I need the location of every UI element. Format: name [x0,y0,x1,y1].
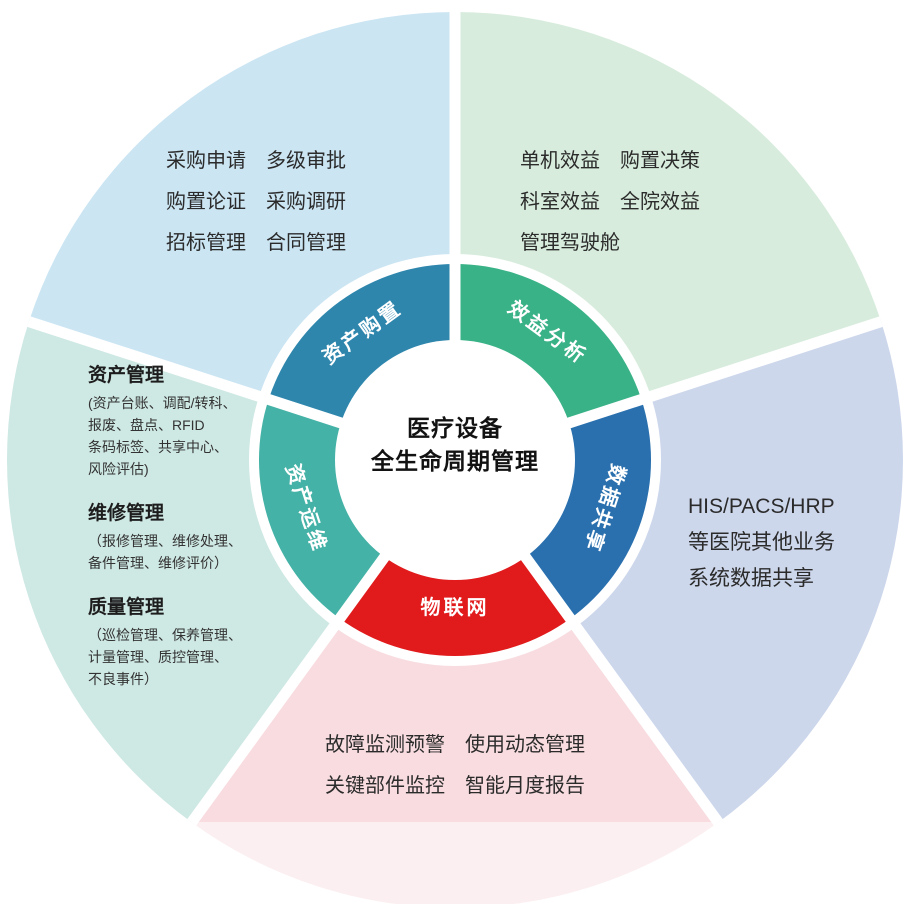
sector-line: 关键部件监控 智能月度报告 [325,775,585,797]
bottom-fade-overlay [0,822,904,904]
ops-group-line: 风险评估) [88,461,149,477]
sector-text-operations: 资产管理 (资产台账、调配/转科、 报废、盘点、RFID 条码标签、共享中心、 … [88,360,308,708]
center-title: 医疗设备 全生命周期管理 [330,412,580,478]
ops-group-line: 备件管理、维修评价） [88,555,228,571]
ops-group-line: 条码标签、共享中心、 [88,439,228,455]
ops-group-title: 资产管理 [88,365,165,386]
ops-group-line: 报废、盘点、RFID [88,417,205,433]
ops-group-quality: 质量管理 （巡检管理、保养管理、 计量管理、质控管理、 不良事件） [88,592,308,690]
sector-separators [27,12,883,826]
sector-line: 购置论证 采购调研 [166,191,346,213]
ops-group-title: 维修管理 [88,503,165,524]
ops-group-asset: 资产管理 (资产台账、调配/转科、 报废、盘点、RFID 条码标签、共享中心、 … [88,360,308,480]
ops-group-title: 质量管理 [88,597,165,618]
center-title-line2: 全生命周期管理 [371,448,539,474]
sector-line: 系统数据共享 [688,567,814,590]
ops-group-line: （报修管理、维修处理、 [88,533,242,549]
sector-text-iot: 故障监测预警 使用动态管理 关键部件监控 智能月度报告 [235,725,675,807]
sector-line: HIS/PACS/HRP [688,495,835,518]
ops-group-line: 不良事件） [88,671,158,687]
ops-group-line: 计量管理、质控管理、 [88,649,228,665]
sector-line: 等医院其他业务 [688,531,835,554]
sector-text-benefit: 单机效益 购置决策 科室效益 全院效益 管理驾驶舱 [520,141,700,264]
sector-text-data-sharing: HIS/PACS/HRP 等医院其他业务 系统数据共享 [688,489,835,597]
sector-text-acquisition: 采购申请 多级审批 购置论证 采购调研 招标管理 合同管理 [125,141,387,264]
sector-line: 故障监测预警 使用动态管理 [325,734,585,756]
sector-line: 采购申请 多级审批 [166,150,346,172]
sector-line: 单机效益 购置决策 [520,150,700,172]
ops-group-repair: 维修管理 （报修管理、维修处理、 备件管理、维修评价） [88,498,308,574]
ring-label-iot: 物联网 [421,595,490,619]
ops-group-line: (资产台账、调配/转科、 [88,395,237,411]
center-title-line1: 医疗设备 [407,415,503,441]
sector-line: 管理驾驶舱 [520,232,620,254]
sector-iot [191,460,719,904]
sector-line: 科室效益 全院效益 [520,191,700,213]
ops-group-line: （巡检管理、保养管理、 [88,627,242,643]
sector-line: 招标管理 合同管理 [166,232,346,254]
